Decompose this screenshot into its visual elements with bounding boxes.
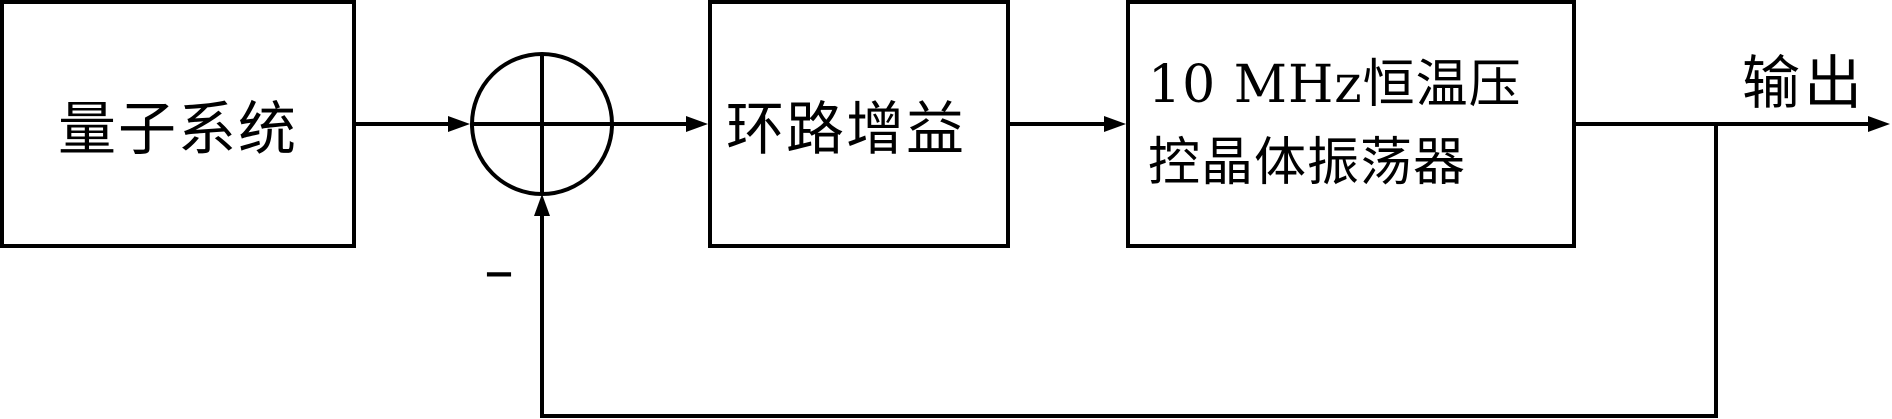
arrowhead-output: [1868, 116, 1890, 132]
arrowhead-loopgain: [686, 116, 708, 132]
loop-gain-label: 环路增益: [726, 95, 967, 163]
ocxo-label-line1: 10 MHz恒温压: [1148, 55, 1522, 115]
loop-gain-block: 环路增益: [708, 0, 1010, 248]
feedback-path: [540, 124, 1718, 418]
quantum-system-label: 量子系统: [57, 95, 298, 163]
arrowhead-feedback: [534, 194, 550, 216]
arrowhead-ocxo: [1104, 116, 1126, 132]
ocxo-label-line2: 控晶体振荡器: [1148, 133, 1467, 193]
quantum-system-block: 量子系统: [0, 0, 356, 248]
ocxo-block: 10 MHz恒温压 控晶体振荡器: [1126, 0, 1576, 248]
ocxo-label: 10 MHz恒温压 控晶体振荡器: [1148, 46, 1522, 202]
minus-sign: –: [484, 236, 514, 306]
output-label: 输出: [1742, 49, 1867, 117]
arrowhead-sum-left: [448, 116, 470, 132]
